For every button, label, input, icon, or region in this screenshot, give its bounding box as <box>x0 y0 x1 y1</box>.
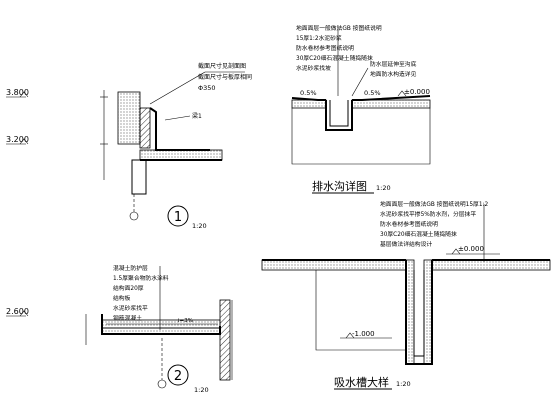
elev-triangle <box>19 91 29 98</box>
trench-layer: 30厚C20细石混凝土随捣随抹 <box>296 54 373 62</box>
pit-outline <box>405 260 433 365</box>
parapet-wall <box>117 91 141 145</box>
parapet-hatch <box>139 107 151 149</box>
floor-slab-left <box>291 99 327 109</box>
trench-elev: ±0.000 <box>404 88 430 96</box>
trench-layer: 防水卷材参考图纸说明 <box>296 44 354 52</box>
soil-boundary <box>291 108 431 165</box>
floor-slab-left <box>261 259 407 271</box>
trench-note-b: 地面防水构造详见 <box>370 70 417 78</box>
detail2-slope: i=3% <box>178 318 193 324</box>
sump-scale: 1:20 <box>396 380 411 388</box>
pit-inner <box>413 270 425 357</box>
pit-wall-right <box>423 259 433 365</box>
detail2-layer-notes: 混凝土防护层 1.5厚聚合物防水涂料 结构面20厚 结构板 水泥砂浆找平 钢筋混… <box>113 264 169 322</box>
elev-triangle <box>345 332 355 339</box>
detail1-number-circle <box>167 205 189 227</box>
detail2-scale: 1:20 <box>194 386 209 394</box>
pit-wall-left <box>405 259 415 365</box>
detail1-note-2: 截面尺寸与板厚相同 <box>198 73 252 81</box>
sump-layer: 防水卷材参考图纸说明 <box>380 220 438 228</box>
detail1-scale: 1:20 <box>192 222 207 230</box>
elev-triangle <box>397 90 407 97</box>
detail2-layer: 混凝土防护层 <box>113 264 148 272</box>
trench-inner <box>329 100 349 127</box>
trench-layer: 地面面层一般做法GB 按图纸说明 <box>296 24 382 32</box>
axis-bubble <box>157 379 167 389</box>
drain-trench-detail: 地面面层一般做法GB 按图纸说明 15厚1:2水泥砂浆 防水卷材参考图纸说明 3… <box>291 24 431 194</box>
detail1-note-1: 截面尺寸见剖面图 <box>198 62 246 70</box>
detail-1: 3.800 3.200 截面尺寸见剖面图 截面尺寸与板厚相同 Φ350 梁1 <box>6 62 252 230</box>
axis-bubble <box>129 211 139 221</box>
leader-line <box>149 71 206 105</box>
sump-title: 吸水槽大样 <box>334 375 389 389</box>
detail1-elev-top: 3.800 <box>6 88 29 97</box>
detail2-number-circle <box>167 364 189 386</box>
leader-line <box>351 67 369 97</box>
detail1-elev-bottom: 3.200 <box>6 135 29 144</box>
sump-elev-bottom: -1.000 <box>352 330 375 338</box>
trench-outline <box>325 100 353 131</box>
sump-layer: 地面面层一般做法GB 按图纸说明15厚1:2 <box>380 200 488 208</box>
trench-layer: 水泥砂浆找坡 <box>296 64 331 72</box>
sump-layer: 30厚C20细石混凝土随捣随抹 <box>380 230 457 238</box>
floor-slab-right <box>431 259 551 271</box>
beam <box>131 159 147 195</box>
detail1-number: 1 <box>174 210 182 225</box>
detail2-layer: 水泥砂浆找平 <box>113 304 148 312</box>
sump-layer: 水泥砂浆找平掺5%防水剂，分层抹平 <box>380 210 476 218</box>
trench-layer: 15厚1:2水泥砂浆 <box>296 34 342 42</box>
detail2-elev: 2.600 <box>6 307 29 316</box>
elev-triangle <box>19 138 29 145</box>
detail-2: 混凝土防护层 1.5厚聚合物防水涂料 结构面20厚 结构板 水泥砂浆找平 钢筋混… <box>6 264 233 394</box>
elev-triangle <box>451 248 461 255</box>
trench-title: 排水沟详图 <box>312 179 367 193</box>
elev-triangle <box>19 310 29 317</box>
detail1-note-pipe: Φ350 <box>198 84 216 92</box>
detail1-side-label: 梁1 <box>192 112 202 120</box>
roof-slab <box>139 149 223 161</box>
trench-scale: 1:20 <box>376 184 391 192</box>
soil-boundary <box>315 270 406 351</box>
leader-line <box>164 115 191 121</box>
trench-slope-right: 0.5% <box>364 89 381 97</box>
detail2-layer: 1.5厚聚合物防水涂料 <box>113 274 169 282</box>
sump-layer: 基层做法详结构设计 <box>380 240 432 248</box>
detail2-number: 2 <box>174 369 182 384</box>
detail2-layer: 结构板 <box>113 294 131 302</box>
sump-pit-detail: 地面面层一般做法GB 按图纸说明15厚1:2 水泥砂浆找平掺5%防水剂，分层抹平… <box>261 200 551 390</box>
trench-note-a: 防水层延伸至沟底 <box>370 60 417 68</box>
floor-slab-right <box>351 99 431 109</box>
detail2-layer: 结构面20厚 <box>113 284 144 292</box>
trench-layer-notes: 地面面层一般做法GB 按图纸说明 15厚1:2水泥砂浆 防水卷材参考图纸说明 3… <box>296 24 382 72</box>
sump-elev-top: ±0.000 <box>458 245 484 253</box>
detail2-layer: 钢筋混凝土 <box>113 314 142 322</box>
wall-column <box>219 299 231 381</box>
sump-layer-notes: 地面面层一般做法GB 按图纸说明15厚1:2 水泥砂浆找平掺5%防水剂，分层抹平… <box>380 200 488 248</box>
trench-slope-left: 0.5% <box>300 89 317 97</box>
